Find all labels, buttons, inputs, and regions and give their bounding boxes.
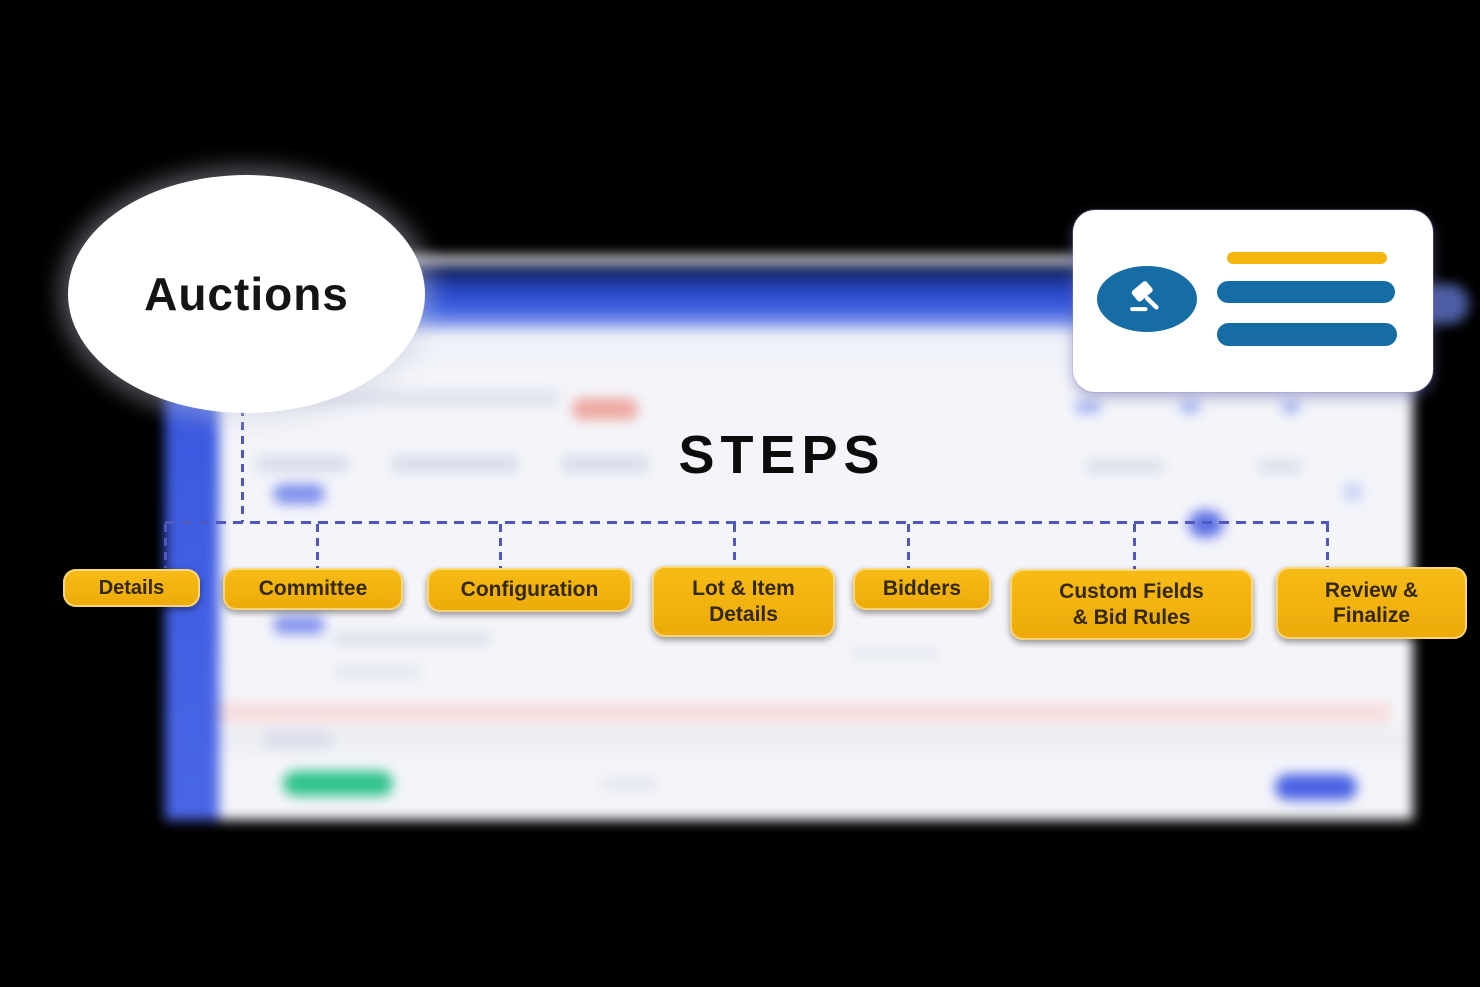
auctions-label: Auctions bbox=[144, 268, 349, 320]
step-label-line2: Finalize bbox=[1332, 604, 1411, 627]
step-label: Details bbox=[98, 577, 165, 599]
step-badge-committee: Committee bbox=[223, 568, 403, 610]
connector-drop-bidders bbox=[907, 524, 910, 568]
tab-pill-blur bbox=[1282, 402, 1300, 412]
gavel-icon bbox=[1130, 281, 1159, 312]
card-line-blue-1 bbox=[1217, 281, 1395, 303]
step-badge-details: Details bbox=[63, 569, 200, 607]
step-label-line1: Lot & Item bbox=[692, 577, 795, 601]
connector-drop-configuration bbox=[499, 524, 502, 568]
card-line-yellow bbox=[1227, 252, 1387, 264]
alert-band-pink bbox=[219, 702, 1391, 723]
connector-bubble-feed bbox=[241, 408, 244, 522]
blue-pill-blur bbox=[273, 484, 325, 504]
blue-capsule-blur bbox=[1343, 482, 1363, 502]
text-line-blur bbox=[850, 648, 940, 660]
auction-mini-card bbox=[1073, 210, 1433, 392]
gavel-icon-ellipse bbox=[1097, 266, 1197, 332]
blue-pill-blur bbox=[273, 616, 325, 634]
connector-drop-lot-item bbox=[733, 524, 736, 566]
tab-blur bbox=[255, 456, 350, 472]
connector-drop-custom-fields bbox=[1133, 524, 1136, 569]
tab-blur bbox=[560, 456, 650, 472]
text-line-blur bbox=[332, 632, 492, 646]
step-label-line1: Review & bbox=[1324, 578, 1419, 602]
step-badge-configuration: Configuration bbox=[427, 568, 632, 612]
blue-dot-blur bbox=[1188, 510, 1224, 538]
auctions-bubble: Auctions bbox=[68, 175, 425, 413]
section-band-gray bbox=[219, 727, 1405, 754]
blue-button-blur bbox=[1275, 774, 1357, 800]
text-blur bbox=[1257, 460, 1302, 473]
tab-pill-blur bbox=[1075, 402, 1101, 412]
step-label: Bidders bbox=[882, 577, 962, 601]
step-label-line2: Details bbox=[709, 602, 778, 626]
step-badge-custom-fields-bid-rules: Custom Fields & Bid Rules bbox=[1010, 569, 1253, 640]
steps-heading: STEPS bbox=[678, 425, 886, 485]
tab-blur bbox=[390, 456, 520, 472]
card-line-blue-2 bbox=[1217, 323, 1397, 346]
step-badge-review-finalize: Review & Finalize bbox=[1276, 567, 1467, 639]
step-badge-bidders: Bidders bbox=[853, 568, 991, 610]
step-label: Configuration bbox=[460, 578, 599, 602]
label-pill-blur bbox=[263, 731, 333, 747]
tab-pill-blur bbox=[1180, 402, 1200, 412]
step-label: Committee bbox=[258, 577, 368, 601]
text-blur bbox=[600, 777, 660, 791]
text-line-blur bbox=[332, 666, 422, 678]
connector-drop-details bbox=[164, 524, 167, 568]
step-label-line1: Custom Fields bbox=[1059, 580, 1204, 604]
connector-drop-review bbox=[1326, 524, 1329, 567]
step-badge-lot-item-details: Lot & Item Details bbox=[652, 566, 835, 637]
step-label-line2: & Bid Rules bbox=[1072, 605, 1191, 629]
red-chip-blur bbox=[572, 398, 638, 420]
connector-horizontal bbox=[165, 521, 1329, 524]
connector-drop-committee bbox=[316, 524, 319, 568]
green-button-blur bbox=[283, 771, 393, 796]
text-blur bbox=[1085, 460, 1165, 473]
